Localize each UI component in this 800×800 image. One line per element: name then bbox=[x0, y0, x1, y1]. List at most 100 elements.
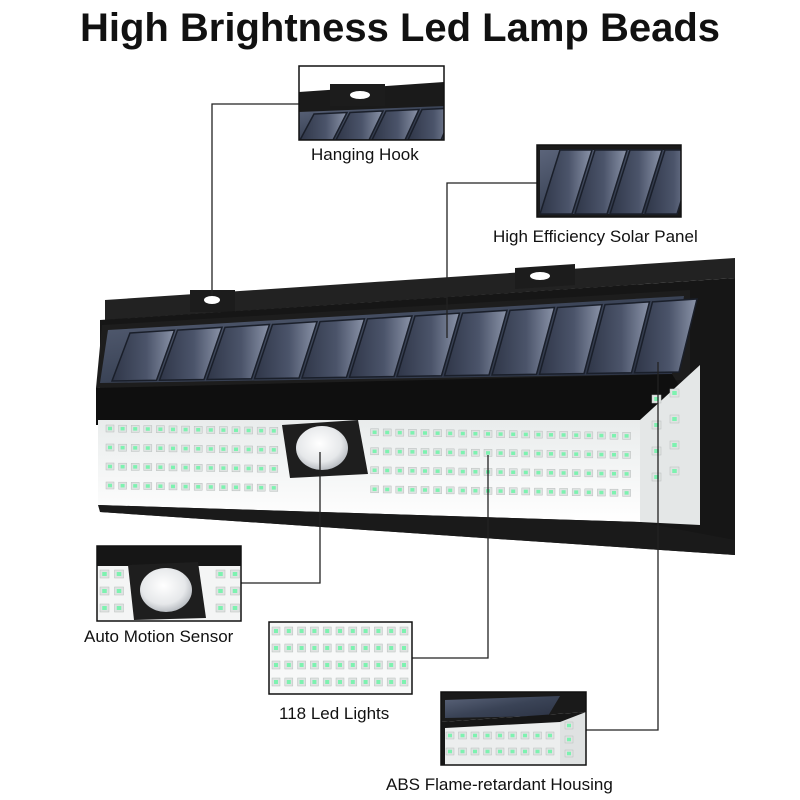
led-chip bbox=[460, 450, 465, 455]
led-chip bbox=[511, 451, 516, 456]
led-chip bbox=[286, 680, 291, 684]
led-chip bbox=[338, 680, 342, 684]
led-chip bbox=[435, 469, 440, 473]
led-chip bbox=[561, 452, 566, 456]
led-chip bbox=[158, 427, 163, 431]
led-chip bbox=[102, 606, 107, 610]
led-chip bbox=[108, 483, 112, 488]
led-chip bbox=[116, 606, 122, 610]
leader-hanging-hook bbox=[211, 103, 299, 296]
leader-housing bbox=[586, 362, 659, 731]
led-chip bbox=[158, 465, 163, 469]
led-chip bbox=[397, 468, 402, 473]
led-chip bbox=[423, 450, 427, 454]
thumb-housing bbox=[441, 692, 586, 765]
led-chip bbox=[599, 452, 604, 457]
led-chip bbox=[654, 397, 659, 401]
solar-cell bbox=[253, 320, 319, 380]
led-chip bbox=[363, 680, 368, 684]
led-chip bbox=[196, 466, 201, 470]
leader-led-lights bbox=[412, 455, 489, 659]
led-chip bbox=[510, 733, 515, 738]
led-chip bbox=[312, 629, 317, 633]
led-chip bbox=[397, 449, 402, 454]
led-chip bbox=[116, 589, 122, 593]
led-chip bbox=[672, 469, 677, 473]
led-chip bbox=[286, 663, 291, 667]
led-chip bbox=[498, 451, 503, 455]
led-chip bbox=[435, 431, 440, 435]
led-chip bbox=[246, 485, 251, 490]
led-chip bbox=[274, 629, 278, 633]
solar-cell bbox=[538, 149, 594, 215]
led-chip bbox=[363, 646, 368, 650]
led-chip bbox=[486, 451, 490, 455]
led-chip bbox=[312, 663, 317, 667]
led-face bbox=[98, 420, 640, 522]
led-chip bbox=[372, 487, 377, 492]
led-chip bbox=[536, 451, 541, 456]
led-chip bbox=[561, 490, 566, 494]
led-chip bbox=[286, 629, 291, 633]
led-chip bbox=[654, 423, 659, 427]
led-chip bbox=[448, 488, 453, 493]
led-chip bbox=[372, 468, 377, 473]
led-chip bbox=[299, 680, 304, 684]
led-chip bbox=[549, 433, 553, 437]
led-chip bbox=[473, 488, 478, 493]
label-led-lights: 118 Led Lights bbox=[279, 704, 390, 723]
led-chip bbox=[410, 469, 415, 473]
led-chip bbox=[586, 452, 591, 457]
led-chip bbox=[120, 426, 125, 431]
led-chip bbox=[536, 470, 541, 475]
led-chip bbox=[145, 484, 150, 488]
led-chip bbox=[599, 433, 604, 438]
led-chip bbox=[473, 749, 477, 754]
led-chip bbox=[208, 485, 213, 489]
led-chip bbox=[385, 468, 390, 473]
led-chip bbox=[498, 470, 503, 474]
led-chip bbox=[246, 466, 251, 471]
solar-cell bbox=[395, 312, 461, 378]
led-chip bbox=[389, 646, 394, 650]
led-chip bbox=[599, 490, 604, 495]
led-chip bbox=[338, 663, 342, 667]
led-chip bbox=[338, 646, 342, 650]
label-motion-sensor: Auto Motion Sensor bbox=[84, 627, 234, 646]
led-chip bbox=[548, 733, 552, 738]
led-chip bbox=[523, 470, 528, 475]
led-chip bbox=[158, 484, 163, 488]
led-chip bbox=[299, 629, 304, 633]
led-chip bbox=[672, 443, 677, 447]
led-chip bbox=[523, 451, 528, 456]
led-chip bbox=[624, 453, 629, 457]
led-chip bbox=[259, 428, 264, 433]
led-chip bbox=[271, 448, 276, 452]
led-chip bbox=[120, 445, 125, 450]
led-chip bbox=[376, 646, 381, 650]
led-chip bbox=[473, 733, 477, 738]
led-chip bbox=[171, 427, 175, 432]
led-chip bbox=[548, 749, 552, 754]
led-chip bbox=[208, 466, 213, 470]
led-chip bbox=[567, 751, 571, 756]
solar-cell bbox=[205, 323, 271, 381]
solar-cell bbox=[538, 303, 603, 376]
led-chip bbox=[402, 629, 406, 633]
led-chip bbox=[208, 447, 213, 451]
led-chip bbox=[460, 469, 465, 474]
led-chip bbox=[423, 431, 427, 435]
led-chip bbox=[536, 432, 541, 437]
led-chip bbox=[183, 465, 188, 470]
led-chip bbox=[271, 429, 276, 433]
led-chip bbox=[612, 471, 616, 476]
led-chip bbox=[586, 433, 591, 438]
led-chip bbox=[460, 733, 465, 738]
thumb-motion-sensor-frame bbox=[96, 545, 242, 622]
led-chip bbox=[460, 749, 465, 754]
led-chip bbox=[402, 646, 406, 650]
led-chip bbox=[654, 475, 659, 479]
led-chip bbox=[612, 490, 616, 495]
led-chip bbox=[523, 489, 528, 494]
led-chip bbox=[246, 428, 251, 433]
